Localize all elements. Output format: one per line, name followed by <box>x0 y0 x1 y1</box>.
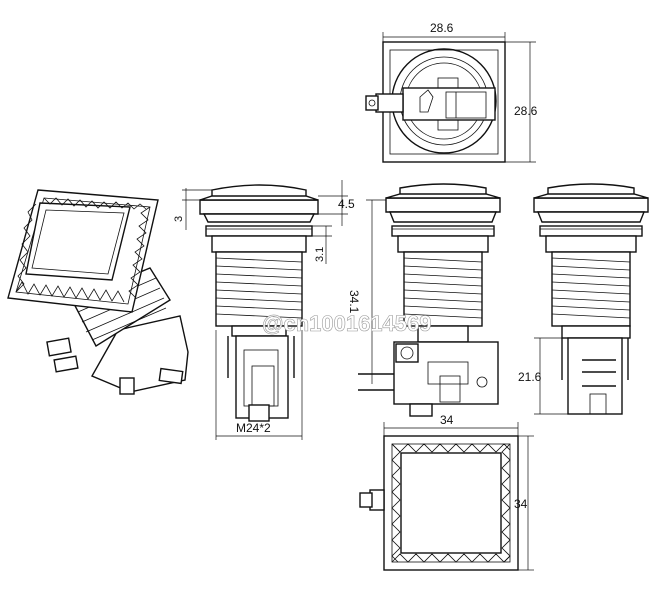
watermark: @cn1001614569 <box>262 311 431 336</box>
side-view-center: 34.1 <box>347 183 501 417</box>
side-view-left: 3 4.5 3.1 M24*2 <box>173 180 355 440</box>
dim-thread: M24*2 <box>236 421 271 435</box>
dim-top-width: 28.6 <box>430 21 454 35</box>
dim-bottom-width: 34 <box>440 413 454 427</box>
dim-flange-height: 3.1 <box>314 247 326 262</box>
dim-bezel-height: 4.5 <box>338 197 355 211</box>
dim-body-length: 34.1 <box>347 290 361 314</box>
dim-top-height: 28.6 <box>514 104 538 118</box>
dim-switch-height: 21.6 <box>518 370 542 384</box>
front-view: 34 34 <box>359 413 534 571</box>
top-view: 28.6 28.6 <box>365 21 538 163</box>
dim-bottom-height: 34 <box>514 497 528 511</box>
side-view-right: 21.6 <box>518 183 649 415</box>
dim-cap-height: 3 <box>173 216 185 222</box>
perspective-view <box>7 189 189 395</box>
